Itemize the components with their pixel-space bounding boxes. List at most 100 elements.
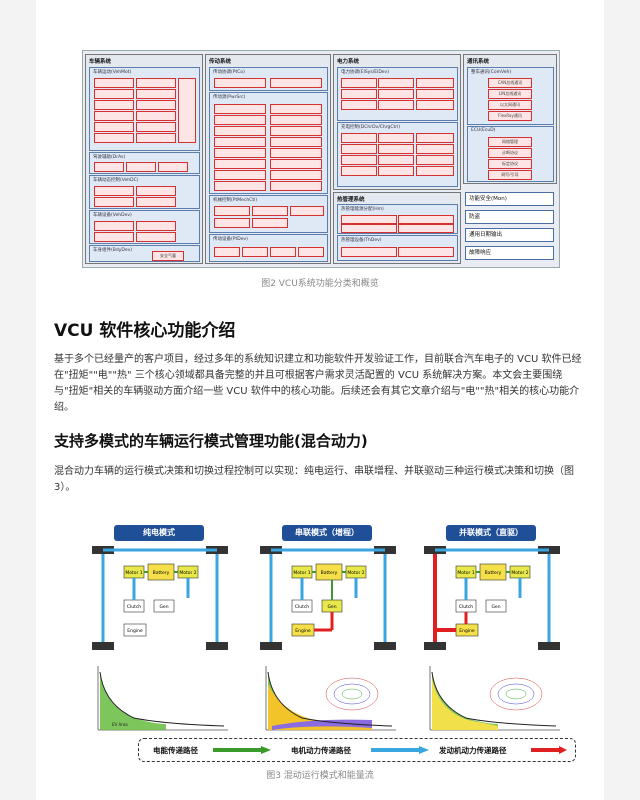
legend-motor-label: 电机动力传递路径 xyxy=(291,746,351,755)
svg-text:Clutch: Clutch xyxy=(127,604,141,610)
panel-title: 热管理系统 xyxy=(337,197,365,203)
mode-title: 并联模式（直驱） xyxy=(446,525,536,541)
mode-panel-3: 并联模式（直驱） Motor 1 Battery Motor 2 Clutch xyxy=(418,522,570,738)
item-functional-safety: 功能安全(Mon) xyxy=(465,192,554,206)
section2-heading: 支持多模式的车辆运行模式管理功能(混合动力) xyxy=(54,432,368,450)
panel-thermal-system: 热管理系统 热管理能源分配(Hm) 热管理设备(ThDev) xyxy=(333,192,461,264)
svg-text:Battery: Battery xyxy=(321,570,338,576)
drivetrain-diagram: Motor 1 Battery Motor 2 Clutch Gen Engin… xyxy=(92,546,228,650)
sub-title: 传动协调(PtCo) xyxy=(213,70,245,75)
section2-paragraph: 混合动力车辆的运行模式决策和切换过程控制可以实现：纯电运行、串联增程、并联驱动三… xyxy=(54,466,574,493)
sub-title: 传动源(PwrSrc) xyxy=(213,95,246,100)
wheel-icon xyxy=(374,642,396,650)
sub-title: 整车通讯(ComVeh) xyxy=(471,70,512,75)
svg-text:Gen: Gen xyxy=(491,604,500,610)
sub-ecu: ECU(EcuD) 网络管理 诊断协议 标定协议 刷写/引导 xyxy=(467,126,554,182)
svg-text:Motor 1: Motor 1 xyxy=(125,570,142,576)
wheel-icon xyxy=(538,642,560,650)
cell-calib: 标定协议 xyxy=(488,159,532,169)
svg-text:Motor 2: Motor 2 xyxy=(347,570,364,576)
mode-panel-2: 串联模式（增程） Motor 1 Battery Motor 2 Clutch xyxy=(254,522,406,738)
wheel-icon xyxy=(424,642,446,650)
panel-vehicle-system: 车辆系统 车辆运动(VehMot) 驾驶辅助(DrAs) xyxy=(85,54,203,264)
svg-text:Engine: Engine xyxy=(459,628,475,634)
mode-title: 串联模式（增程） xyxy=(282,525,372,541)
cell-airbag: 安全气囊 xyxy=(152,251,184,261)
item-fault-response: 故障响应 xyxy=(465,246,554,260)
legend-engine-arrow xyxy=(531,746,567,754)
legend-electric-label: 电能传递路径 xyxy=(153,746,198,755)
sub-title: 车辆运动(VehMot) xyxy=(93,70,132,75)
svg-text:Battery: Battery xyxy=(485,570,502,576)
cell-can: CAN总线通讯 xyxy=(488,78,532,88)
panel-title: 电力系统 xyxy=(337,59,360,65)
panel-title: 通讯系统 xyxy=(467,59,490,65)
svg-text:Engine: Engine xyxy=(295,628,311,634)
figure2-caption: 图2 VCU系统功能分类和概览 xyxy=(261,279,379,289)
svg-text:Gen: Gen xyxy=(327,604,336,610)
sub-title: 车辆设备(VehDev) xyxy=(93,213,132,218)
panel-powertrain-system: 传动系统 传动协调(PtCo) 传动源(PwrSrc) 机械控制(PtMechC… xyxy=(205,54,331,264)
sub-title: 电力协调(ElSys/ElDev) xyxy=(341,70,389,75)
section1-heading: VCU 软件核心功能介绍 xyxy=(54,321,236,341)
sub-vehicle-comm: 整车通讯(ComVeh) CAN总线通讯 LIN总线通讯 以太网通讯 FlexR… xyxy=(467,67,554,125)
panel-electric-system: 电力系统 电力协调(ElSys/ElDev) 充电控制(DChrDv/ChrgC… xyxy=(333,54,461,190)
svg-text:Motor 2: Motor 2 xyxy=(511,570,528,576)
sub-title: 车身组件(BdyDev) xyxy=(93,248,133,253)
sub-driver-assist: 驾驶辅助(DrAs) xyxy=(89,152,200,174)
energy-map-chart: EV Area xyxy=(97,666,228,731)
section1-paragraph: 基于多个已经量产的客户项目，经过多年的系统知识建立和功能软件开发验证工作，目前联… xyxy=(54,354,582,413)
legend-engine-label: 发动机动力传递路径 xyxy=(439,746,507,755)
sub-title: 机械控制(PtMechCtl) xyxy=(213,198,258,203)
sub-title: ECU(EcuD) xyxy=(471,128,496,133)
mode-panel-1: 纯电模式 Motor 1 Battery Motor 2 Clutch xyxy=(86,522,238,738)
svg-text:Engine: Engine xyxy=(127,628,143,634)
wheel-icon xyxy=(260,642,282,650)
cell-lin: LIN总线通讯 xyxy=(488,89,532,99)
sub-power-source: 传动源(PwrSrc) xyxy=(209,92,328,194)
sub-thermal-energy: 热管理能源分配(Hm) xyxy=(337,204,458,234)
drivetrain-diagram: Motor 1 Battery Motor 2 Clutch Gen Engin… xyxy=(424,546,560,650)
sub-title: 充电控制(DChrDv/ChrgCtrl) xyxy=(341,125,401,130)
sub-electric-coord: 电力协调(ElSys/ElDev) xyxy=(337,67,458,121)
sub-title: 车辆动态控制(VehDC) xyxy=(93,178,139,183)
sub-thermal-devices: 热管理设备(ThDev) xyxy=(337,235,458,261)
svg-text:Clutch: Clutch xyxy=(295,604,309,610)
panel-title: 传动系统 xyxy=(209,59,232,65)
page-margin-right xyxy=(604,0,640,800)
energy-path-legend: 电能传递路径 电机动力传递路径 发动机动力传递路径 xyxy=(138,738,576,762)
sub-vehicle-dynamics: 车辆动态控制(VehDC) xyxy=(89,175,200,209)
engine-box xyxy=(123,623,147,637)
mode-title: 纯电模式 xyxy=(114,525,204,541)
sub-title: 驾驶辅助(DrAs) xyxy=(93,155,126,160)
figure3-caption: 图3 混动运行模式和能量流 xyxy=(266,771,374,781)
sub-title: 传动设备(PtDev) xyxy=(213,237,248,242)
svg-text:Motor 1: Motor 1 xyxy=(293,570,310,576)
page-margin-left xyxy=(0,0,36,800)
sub-mechanical-control: 机械控制(PtMechCtl) xyxy=(209,195,328,233)
sub-vehicle-devices: 车辆设备(VehDev) xyxy=(89,210,200,244)
panel-communication-system: 通讯系统 整车通讯(ComVeh) CAN总线通讯 LIN总线通讯 以太网通讯 … xyxy=(463,54,557,184)
energy-map-chart xyxy=(265,666,396,731)
svg-text:EV Area: EV Area xyxy=(112,722,128,727)
item-general-output: 通用日期输出 xyxy=(465,228,554,242)
svg-text:Gen: Gen xyxy=(159,604,168,610)
svg-text:Clutch: Clutch xyxy=(459,604,473,610)
hybrid-modes-figure: 纯电模式 Motor 1 Battery Motor 2 Clutch xyxy=(78,522,576,764)
sub-powertrain-coord: 传动协调(PtCo) xyxy=(209,67,328,91)
sub-vehicle-motion: 车辆运动(VehMot) xyxy=(89,67,200,151)
cell-flash: 刷写/引导 xyxy=(488,170,532,180)
sub-charging-control: 充电控制(DChrDv/ChrgCtrl) xyxy=(337,122,458,187)
generator-box xyxy=(153,599,175,613)
svg-text:Motor 2: Motor 2 xyxy=(179,570,196,576)
article-page: 车辆系统 车辆运动(VehMot) 驾驶辅助(DrAs) xyxy=(36,0,604,800)
energy-map-chart xyxy=(429,666,560,731)
drivetrain-diagram: Motor 1 Battery Motor 2 Clutch Gen Engin… xyxy=(260,546,396,650)
svg-text:Battery: Battery xyxy=(153,570,170,576)
svg-text:Motor 1: Motor 1 xyxy=(457,570,474,576)
wheel-icon xyxy=(206,642,228,650)
legend-electric-arrow xyxy=(213,746,271,754)
sub-powertrain-devices: 传动设备(PtDev) xyxy=(209,234,328,262)
item-anti-theft: 防盗 xyxy=(465,210,554,224)
panel-title: 车辆系统 xyxy=(89,59,112,65)
